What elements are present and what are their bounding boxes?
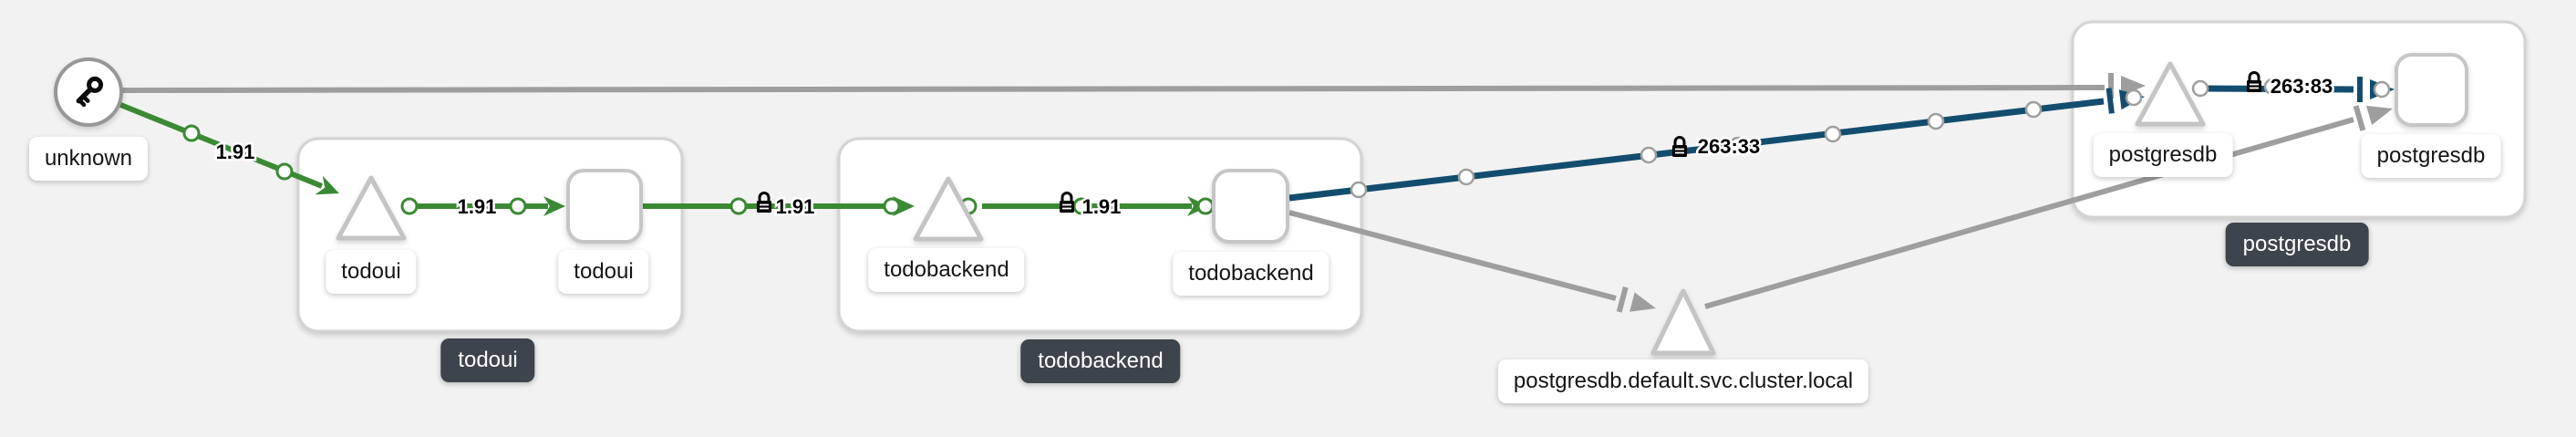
- edge-traffic-label: 1.91: [1082, 195, 1122, 218]
- node-todobackend-workload[interactable]: [1212, 169, 1289, 244]
- node-label-external-service[interactable]: postgresdb.default.svc.cluster.local: [1497, 359, 1869, 403]
- edge-traffic-label: 263:33: [1698, 135, 1761, 158]
- node-label-todobackend-workload[interactable]: todobackend: [1173, 252, 1329, 296]
- edge-todobackend-workload-to-external-service: [1288, 210, 1656, 313]
- mtls-lock-icon: [1672, 136, 1687, 157]
- edge-waypoint: [1350, 181, 1368, 199]
- node-todoui-service[interactable]: [336, 175, 407, 241]
- node-label-postgresdb-workload[interactable]: postgresdb: [2361, 134, 2501, 178]
- group-badge-todobackend[interactable]: todobackend: [1020, 339, 1181, 383]
- node-label-todoui-workload[interactable]: todoui: [558, 250, 649, 294]
- node-todobackend-service[interactable]: [913, 176, 984, 242]
- edge-postgresdb-service-to-workload: 263:83: [2191, 71, 2395, 102]
- node-label-unknown[interactable]: unknown: [28, 137, 149, 181]
- node-external-service[interactable]: [1650, 288, 1716, 356]
- edge-todobackend-workload-to-postgresdb-service: 263:33: [1288, 88, 2145, 202]
- edge-line-idle[interactable]: [121, 85, 2105, 93]
- edge-waypoint: [729, 197, 748, 215]
- arrowhead-tee-icon: [2108, 73, 2146, 99]
- edge-traffic-label: 1.91: [776, 195, 815, 218]
- edge-waypoint: [275, 162, 294, 181]
- node-label-todoui-service[interactable]: todoui: [326, 250, 417, 294]
- edge-waypoint: [2263, 78, 2281, 96]
- arrowhead-icon: [543, 196, 565, 216]
- node-postgresdb-workload[interactable]: [2395, 53, 2468, 127]
- edge-waypoint: [1196, 197, 1215, 215]
- edge-traffic-label: 1.91: [216, 140, 255, 163]
- edge-waypoint: [400, 197, 419, 215]
- node-label-postgresdb-service[interactable]: postgresdb: [2093, 133, 2233, 177]
- edge-waypoint: [2191, 79, 2209, 98]
- node-postgresdb-service[interactable]: [2135, 61, 2206, 127]
- edge-line-tcp[interactable]: [1288, 98, 2105, 202]
- arrowhead-tee-icon: [1616, 286, 1656, 313]
- edge-waypoint: [1927, 112, 1945, 130]
- edge-waypoint: [2373, 80, 2391, 99]
- mtls-lock-icon: [2247, 71, 2261, 92]
- edge-external-service-to-postgresdb-workload: [1704, 105, 2393, 309]
- arrowhead-tee-icon: [2353, 105, 2393, 131]
- edge-todoui-service-to-workload: 1.91: [400, 193, 565, 221]
- edge-waypoint: [1729, 136, 1747, 154]
- arrowhead-icon: [315, 175, 339, 195]
- edge-line-idle[interactable]: [1704, 117, 2354, 309]
- edge-waypoint: [1824, 125, 1842, 143]
- edge-line-idle[interactable]: [1288, 210, 1617, 301]
- key-icon: [76, 76, 104, 108]
- edge-unknown-to-todoui-service: 1.91: [117, 101, 339, 195]
- node-label-todobackend-service[interactable]: todobackend: [868, 248, 1025, 292]
- edge-waypoint: [1457, 168, 1475, 186]
- edge-traffic-label: 263:83: [2271, 75, 2333, 98]
- edge-waypoint: [1640, 146, 1658, 164]
- edge-todobackend-service-to-workload: 1.91: [959, 192, 1215, 221]
- mtls-lock-icon: [1060, 192, 1074, 213]
- edge-waypoint: [509, 197, 527, 215]
- edge-waypoint: [2024, 100, 2043, 119]
- edge-unknown-to-postgresdb-service: [121, 73, 2146, 99]
- edge-traffic-label: 1.91: [458, 195, 497, 218]
- edge-waypoint: [883, 197, 901, 215]
- group-badge-todoui[interactable]: todoui: [440, 338, 535, 382]
- mtls-lock-icon: [757, 192, 771, 213]
- edge-waypoint: [2125, 88, 2143, 107]
- group-badge-postgresdb[interactable]: postgresdb: [2225, 223, 2369, 266]
- edge-todoui-workload-to-todobackend-service: 1.91: [642, 192, 915, 221]
- edge-waypoint: [182, 124, 201, 142]
- node-todoui-workload[interactable]: [566, 169, 643, 244]
